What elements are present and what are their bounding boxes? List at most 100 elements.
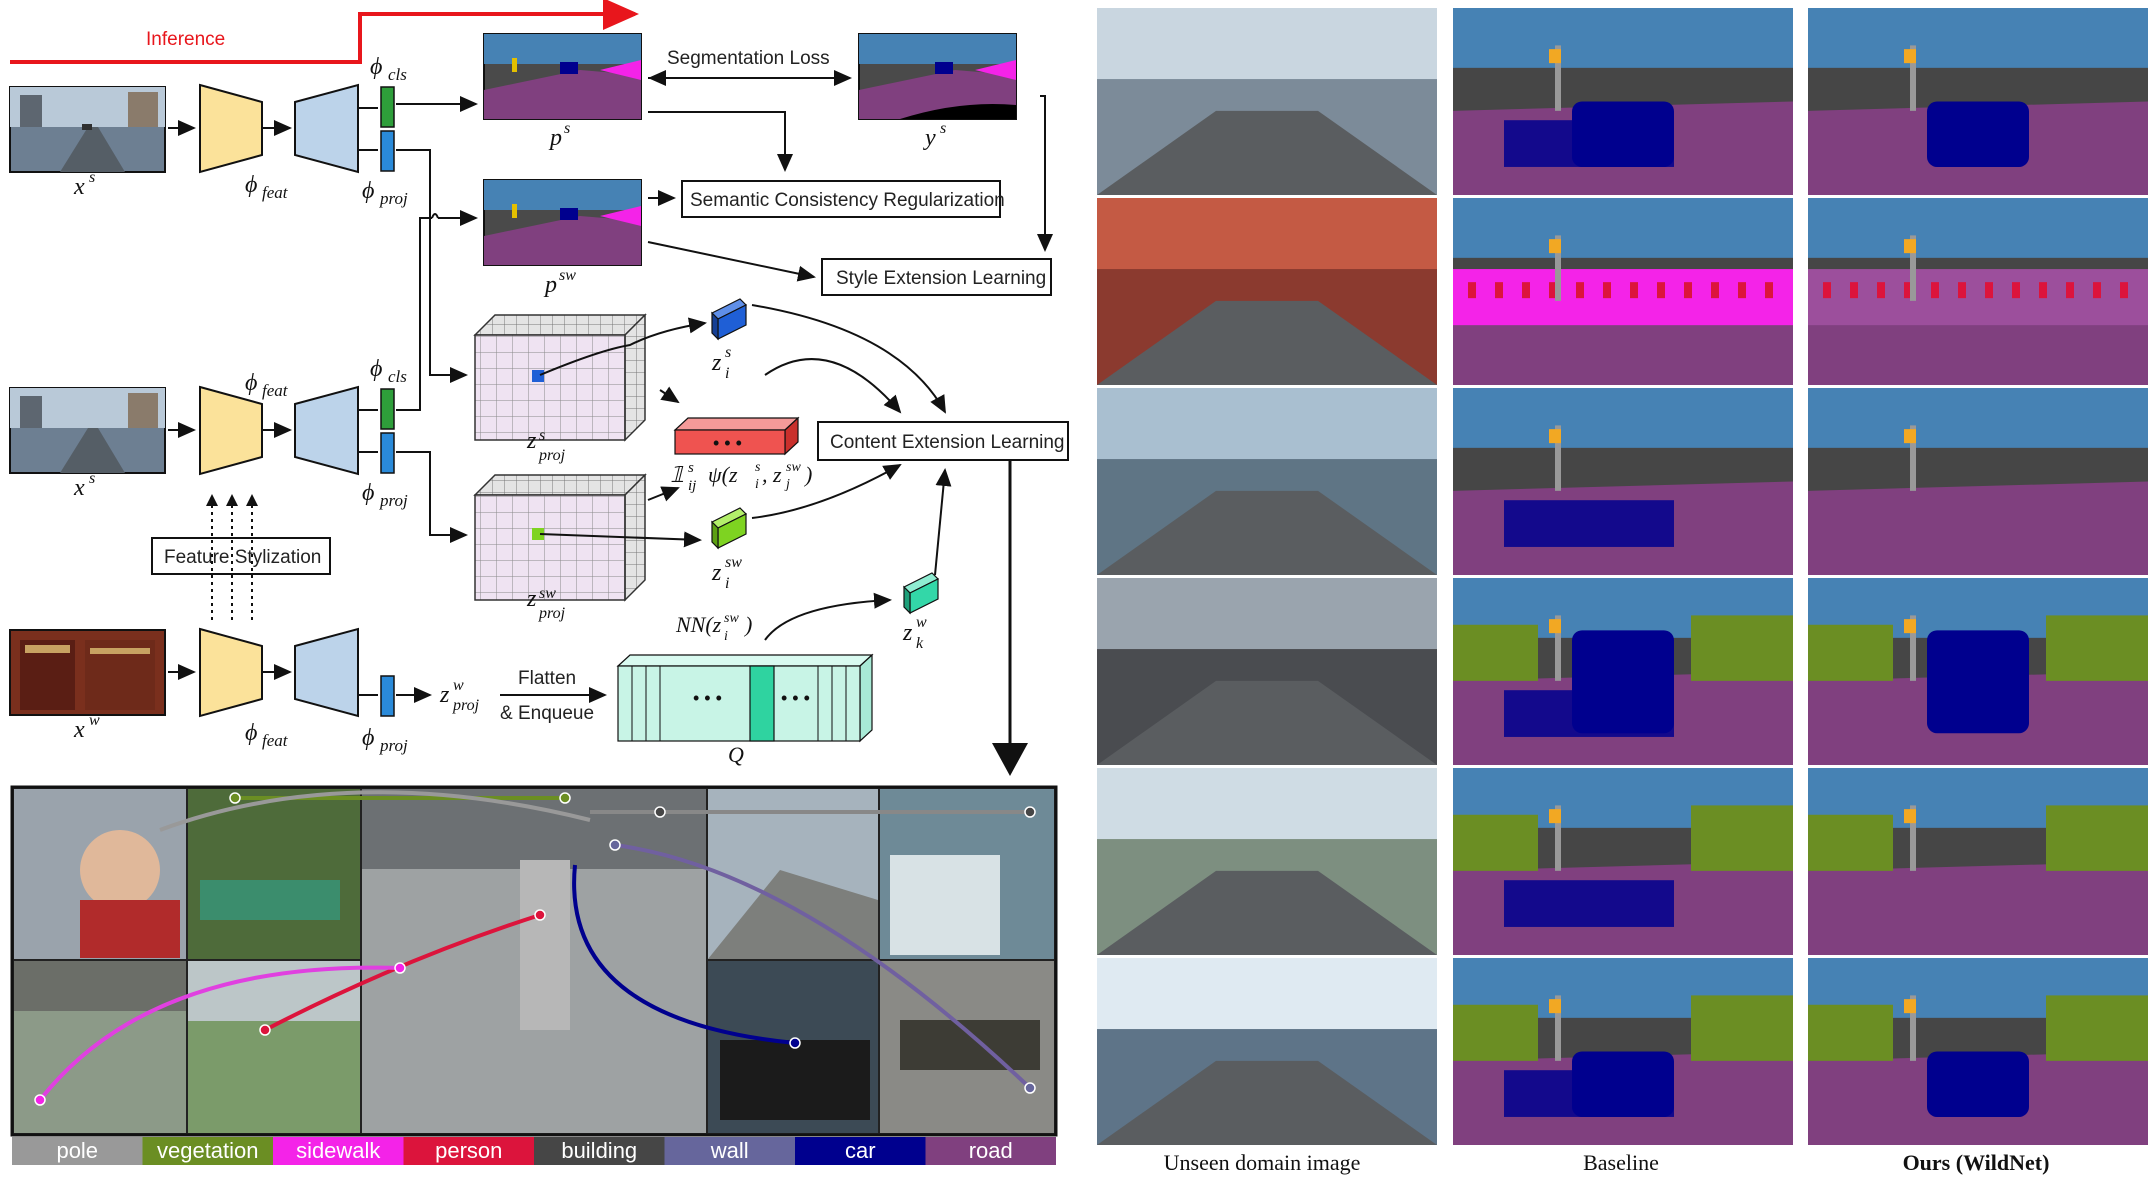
qualitative-results bbox=[1097, 8, 2148, 1145]
caption-unseen: Unseen domain image bbox=[1164, 1150, 1361, 1175]
svg-text:p: p bbox=[548, 125, 562, 151]
svg-text:s: s bbox=[539, 427, 545, 444]
svg-text:sw: sw bbox=[539, 585, 556, 602]
legend-item-building: building bbox=[534, 1137, 665, 1165]
similarity-block: • • • bbox=[673, 416, 800, 456]
svg-text:z: z bbox=[526, 428, 537, 454]
svg-text:j: j bbox=[784, 477, 790, 492]
inference-arrow: Inference bbox=[10, 0, 639, 64]
feature-encoder-1 bbox=[199, 83, 263, 174]
svg-text:s: s bbox=[89, 470, 95, 487]
svg-text:p: p bbox=[543, 272, 557, 298]
svg-text:z: z bbox=[526, 586, 537, 612]
svg-text:proj: proj bbox=[379, 189, 408, 208]
source-image-thumb bbox=[9, 86, 166, 173]
svg-text:Q: Q bbox=[728, 742, 744, 767]
svg-text:x: x bbox=[73, 174, 85, 200]
svg-text:ij: ij bbox=[688, 478, 696, 494]
pipeline-diagram: Inference x s ϕ feat bbox=[9, 0, 1069, 776]
caption-baseline: Baseline bbox=[1583, 1150, 1659, 1175]
legend-label: vegetation bbox=[157, 1138, 259, 1163]
svg-text:x: x bbox=[73, 717, 85, 743]
svg-text:w: w bbox=[453, 677, 464, 694]
svg-text:i: i bbox=[724, 629, 728, 644]
cls-head-1 bbox=[380, 86, 395, 128]
svg-text:i: i bbox=[755, 477, 759, 492]
stylized-image-thumb bbox=[9, 387, 166, 474]
svg-text:i: i bbox=[725, 365, 729, 382]
svg-text:i: i bbox=[725, 575, 729, 592]
segmentation-loss-label: Segmentation Loss bbox=[667, 48, 830, 69]
baseline-seg-5 bbox=[1453, 768, 1793, 955]
proj-head-2 bbox=[380, 432, 395, 474]
legend-label: pole bbox=[56, 1138, 98, 1163]
unseen-image-1 bbox=[1097, 8, 1437, 195]
svg-text:s: s bbox=[688, 460, 694, 476]
baseline-seg-2 bbox=[1453, 198, 1793, 385]
decoder-2 bbox=[294, 385, 359, 476]
svg-text:z: z bbox=[711, 560, 722, 586]
svg-text:sw: sw bbox=[724, 611, 739, 626]
wildnet-seg-6 bbox=[1808, 958, 2148, 1145]
legend-item-vegetation: vegetation bbox=[142, 1137, 273, 1165]
class-legend: pole vegetation sidewalk person building wall… bbox=[12, 1137, 1056, 1165]
svg-text:• • •: • • • bbox=[693, 688, 722, 708]
svg-text:s: s bbox=[940, 120, 946, 137]
feature-encoder-3 bbox=[199, 627, 263, 718]
unseen-image-5 bbox=[1097, 768, 1437, 955]
decoder-1 bbox=[294, 83, 359, 174]
semantic-consistency-box bbox=[681, 180, 1001, 218]
baseline-seg-1 bbox=[1453, 8, 1793, 195]
label-ys bbox=[858, 33, 1017, 120]
proj-head-3 bbox=[380, 675, 395, 717]
svg-text:s: s bbox=[89, 169, 95, 186]
unseen-image-2 bbox=[1097, 198, 1437, 385]
legend-item-road: road bbox=[925, 1137, 1056, 1165]
prediction-ps bbox=[483, 33, 642, 120]
vector-zs bbox=[710, 298, 748, 341]
baseline-seg-6 bbox=[1453, 958, 1793, 1145]
feature-map-zs bbox=[473, 313, 647, 442]
svg-text:• • •: • • • bbox=[781, 688, 810, 708]
legend-item-sidewalk: sidewalk bbox=[273, 1137, 404, 1165]
memory-queue: • • • • • • bbox=[616, 653, 874, 743]
feature-stylization-box bbox=[151, 537, 331, 575]
feature-stylization-label: Feature Stylization bbox=[164, 547, 321, 568]
legend-label: wall bbox=[710, 1138, 749, 1163]
legend-item-pole: pole bbox=[12, 1137, 143, 1165]
svg-text:proj: proj bbox=[379, 491, 408, 510]
svg-text:• • •: • • • bbox=[713, 433, 742, 453]
svg-text:s: s bbox=[725, 344, 731, 361]
svg-text:sw: sw bbox=[786, 460, 801, 475]
svg-text:ϕ: ϕ bbox=[370, 356, 382, 382]
legend-label: road bbox=[969, 1138, 1013, 1163]
svg-text:ϕ: ϕ bbox=[245, 720, 257, 746]
wild-image-thumb bbox=[9, 629, 166, 716]
enqueue-label: & Enqueue bbox=[500, 703, 594, 724]
flatten-label: Flatten bbox=[518, 668, 576, 689]
legend-label: person bbox=[435, 1138, 502, 1163]
svg-text:NN(z: NN(z bbox=[675, 612, 722, 637]
svg-text:ϕ: ϕ bbox=[245, 370, 257, 396]
wildnet-seg-3 bbox=[1808, 388, 2148, 575]
svg-text:feat: feat bbox=[262, 183, 289, 202]
legend-label: sidewalk bbox=[296, 1138, 381, 1163]
style-extension-label: Style Extension Learning bbox=[836, 268, 1046, 289]
legend-label: building bbox=[561, 1138, 637, 1163]
vector-zsw bbox=[710, 507, 748, 550]
baseline-seg-4 bbox=[1453, 578, 1793, 765]
svg-text:cls: cls bbox=[388, 367, 407, 386]
baseline-seg-3 bbox=[1453, 388, 1793, 575]
svg-text:z: z bbox=[711, 350, 722, 376]
svg-text:ϕ: ϕ bbox=[362, 178, 374, 204]
legend-item-person: person bbox=[403, 1137, 534, 1165]
svg-text:sw: sw bbox=[725, 554, 742, 571]
row-wild: x w ϕ feat ϕ proj z w proj Flatten & Enq… bbox=[9, 572, 940, 767]
row-stylized: x s ϕ feat ϕ cls ϕ proj Feature Stylizat… bbox=[9, 149, 476, 620]
style-extension-box bbox=[821, 258, 1052, 296]
caption-ours: Ours (WildNet) bbox=[1903, 1150, 2050, 1175]
cls-head-2 bbox=[380, 388, 395, 430]
svg-text:proj: proj bbox=[379, 736, 408, 755]
svg-text:w: w bbox=[89, 712, 100, 729]
